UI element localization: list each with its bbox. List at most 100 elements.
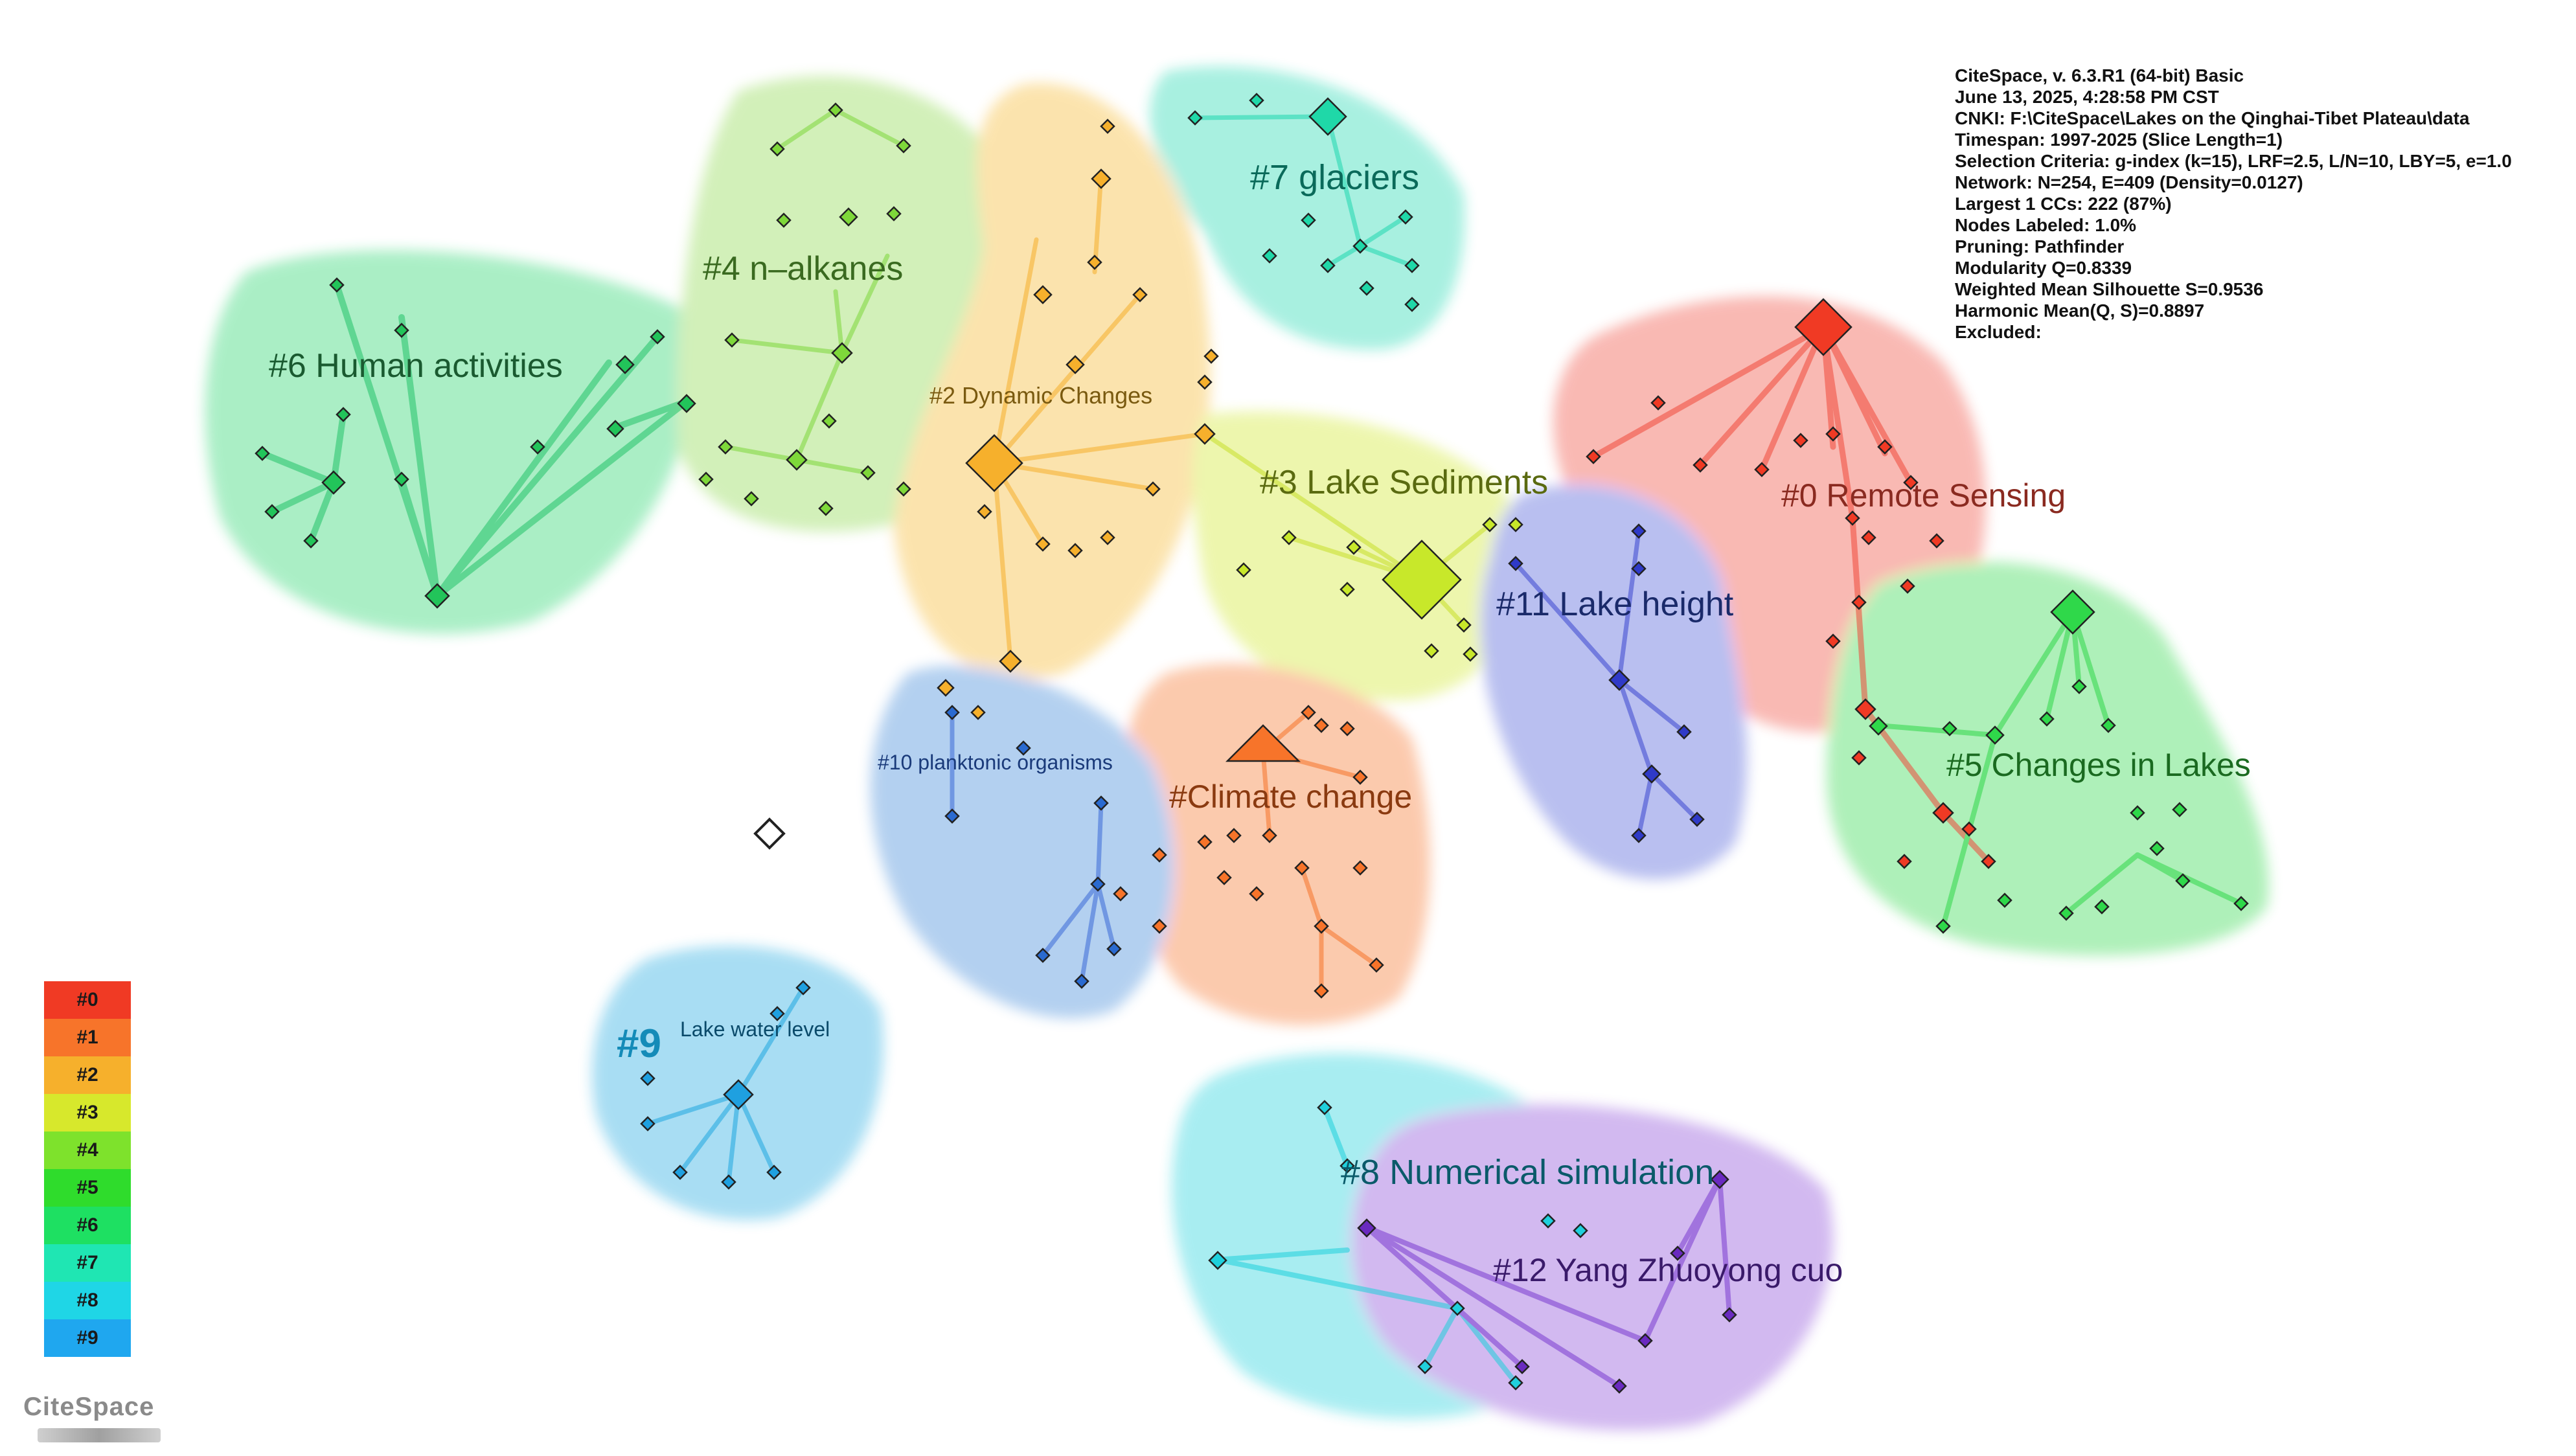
edge xyxy=(434,398,690,599)
cluster-hull-7 xyxy=(1150,66,1465,350)
cluster-hull-2 xyxy=(894,83,1211,679)
edge xyxy=(1358,244,1415,268)
network-node xyxy=(1825,426,1841,442)
edge xyxy=(2135,852,2185,883)
network-node xyxy=(977,504,992,519)
edge xyxy=(678,1092,741,1175)
edge xyxy=(1717,1176,1732,1317)
edge xyxy=(736,985,806,1097)
network-node xyxy=(896,481,911,497)
edge xyxy=(269,479,337,515)
network-node xyxy=(828,102,843,118)
network-node xyxy=(724,332,740,348)
summary-line: Timespan: 1997-2025 (Slice Length=1) xyxy=(1955,130,2283,150)
network-node xyxy=(640,1116,655,1132)
network-node xyxy=(2050,589,2095,635)
network-node xyxy=(1985,725,2005,745)
edge xyxy=(833,108,906,148)
edge xyxy=(1192,114,1330,120)
network-node xyxy=(394,323,409,338)
network-node xyxy=(606,420,624,438)
network-node xyxy=(1903,475,1919,490)
network-node xyxy=(336,407,351,422)
network-node xyxy=(1482,517,1498,532)
network-node xyxy=(1308,97,1347,136)
network-node xyxy=(1845,510,1860,526)
network-node xyxy=(1897,854,1912,869)
edge xyxy=(736,1092,777,1175)
network-node xyxy=(1997,893,2012,908)
edge xyxy=(398,476,440,599)
cluster-color-legend: #0 #1 #2 #3 #4 #5 #6 #7 #8 #9 xyxy=(44,981,131,1357)
edge xyxy=(726,1092,741,1185)
summary-line: June 13, 2025, 4:28:58 PM CST xyxy=(1955,87,2219,107)
network-node xyxy=(1612,1378,1627,1394)
network-node xyxy=(721,1174,736,1190)
network-node xyxy=(640,1071,655,1086)
edge xyxy=(992,367,1078,466)
edge xyxy=(723,444,799,462)
network-node xyxy=(1016,740,1031,756)
legend-swatch: #4 xyxy=(44,1132,131,1169)
network-node xyxy=(1642,764,1661,784)
edge xyxy=(1040,882,1100,958)
network-node xyxy=(1631,561,1647,576)
network-node xyxy=(1294,860,1310,876)
edge xyxy=(434,334,661,599)
network-node xyxy=(769,1006,785,1021)
network-node xyxy=(329,277,345,293)
network-node xyxy=(1314,983,1329,999)
network-node xyxy=(1113,886,1128,902)
network-node xyxy=(1100,119,1115,134)
edge xyxy=(434,359,612,599)
network-node xyxy=(677,394,696,413)
edge xyxy=(259,450,337,486)
network-node xyxy=(2233,896,2249,911)
network-node xyxy=(1877,439,1893,455)
cluster-hull-12 xyxy=(1350,1104,1834,1431)
network-node xyxy=(1851,750,1867,766)
network-node xyxy=(1301,212,1316,228)
network-node xyxy=(1249,93,1264,108)
network-node xyxy=(1074,973,1089,989)
network-node xyxy=(1463,646,1478,662)
network-node xyxy=(766,1165,782,1180)
network-node xyxy=(1861,530,1876,545)
network-node xyxy=(1359,280,1374,296)
network-node xyxy=(896,138,911,154)
cluster-label: #9 xyxy=(617,1021,661,1066)
network-node xyxy=(1631,828,1647,843)
network-node xyxy=(1216,870,1232,885)
summary-line: CiteSpace, v. 6.3.R1 (64-bit) Basic xyxy=(1955,65,2244,85)
network-node xyxy=(303,533,319,549)
cluster-label: #4 n–alkanes xyxy=(703,250,903,288)
network-node xyxy=(1145,481,1161,497)
cluster-label: #5 Changes in Lakes xyxy=(1946,747,2251,783)
summary-line: Modularity Q=0.8339 xyxy=(1955,258,2132,278)
network-node xyxy=(744,491,759,506)
legend-swatch: #5 xyxy=(44,1169,131,1207)
edge xyxy=(1260,749,1272,838)
network-node xyxy=(1035,536,1051,552)
network-node xyxy=(937,679,955,697)
network-node xyxy=(795,980,811,995)
network-node xyxy=(831,342,853,364)
network-node xyxy=(1932,802,1954,824)
network-node xyxy=(650,329,665,345)
edge xyxy=(992,461,1013,663)
summary-line: CNKI: F:\CiteSpace\Lakes on the Qinghai-… xyxy=(1955,108,2470,128)
edge xyxy=(833,289,845,356)
legend-swatch: #1 xyxy=(44,1019,131,1056)
network-summary-panel: CiteSpace, v. 6.3.R1 (64-bit) Basic June… xyxy=(1955,65,2512,343)
edge xyxy=(1364,1225,1622,1389)
network-node xyxy=(786,449,808,471)
edge xyxy=(1513,561,1622,683)
edge xyxy=(1325,114,1363,249)
network-node xyxy=(1314,918,1329,934)
network-node xyxy=(672,1165,688,1180)
edge xyxy=(1299,865,1324,929)
edge xyxy=(729,337,845,356)
network-node xyxy=(1670,1246,1685,1261)
cluster-label: #11 Lake height xyxy=(1496,586,1734,623)
